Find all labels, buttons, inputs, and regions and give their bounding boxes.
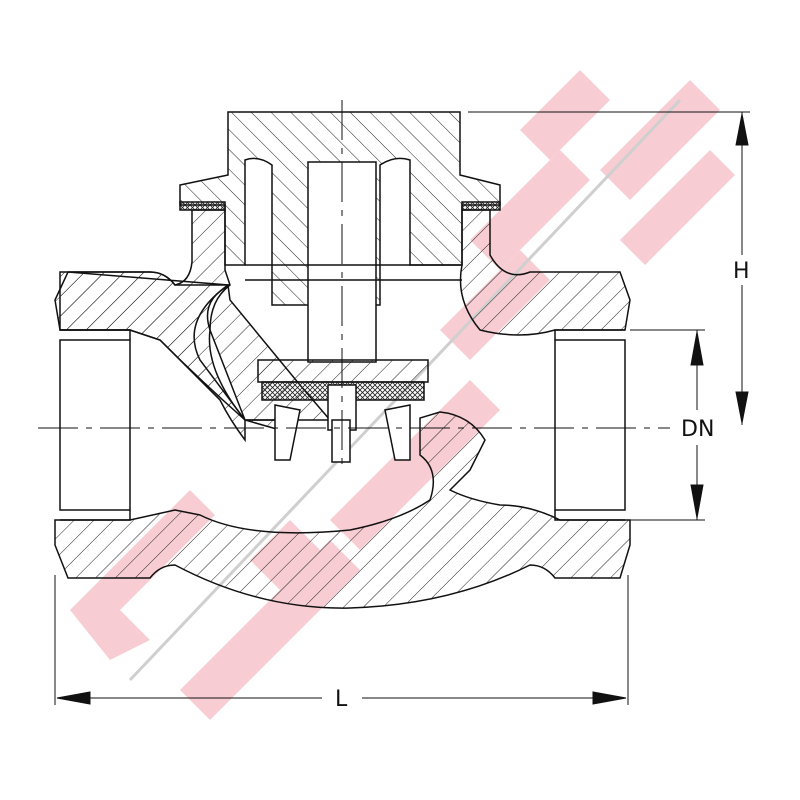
dimension-lines	[54, 111, 750, 705]
dimension-label-h: H	[733, 259, 750, 284]
dimension-label-l: L	[335, 687, 348, 712]
center-lines	[38, 100, 670, 470]
dimension-label-dn: DN	[681, 417, 714, 442]
valve-disc	[257, 359, 429, 463]
